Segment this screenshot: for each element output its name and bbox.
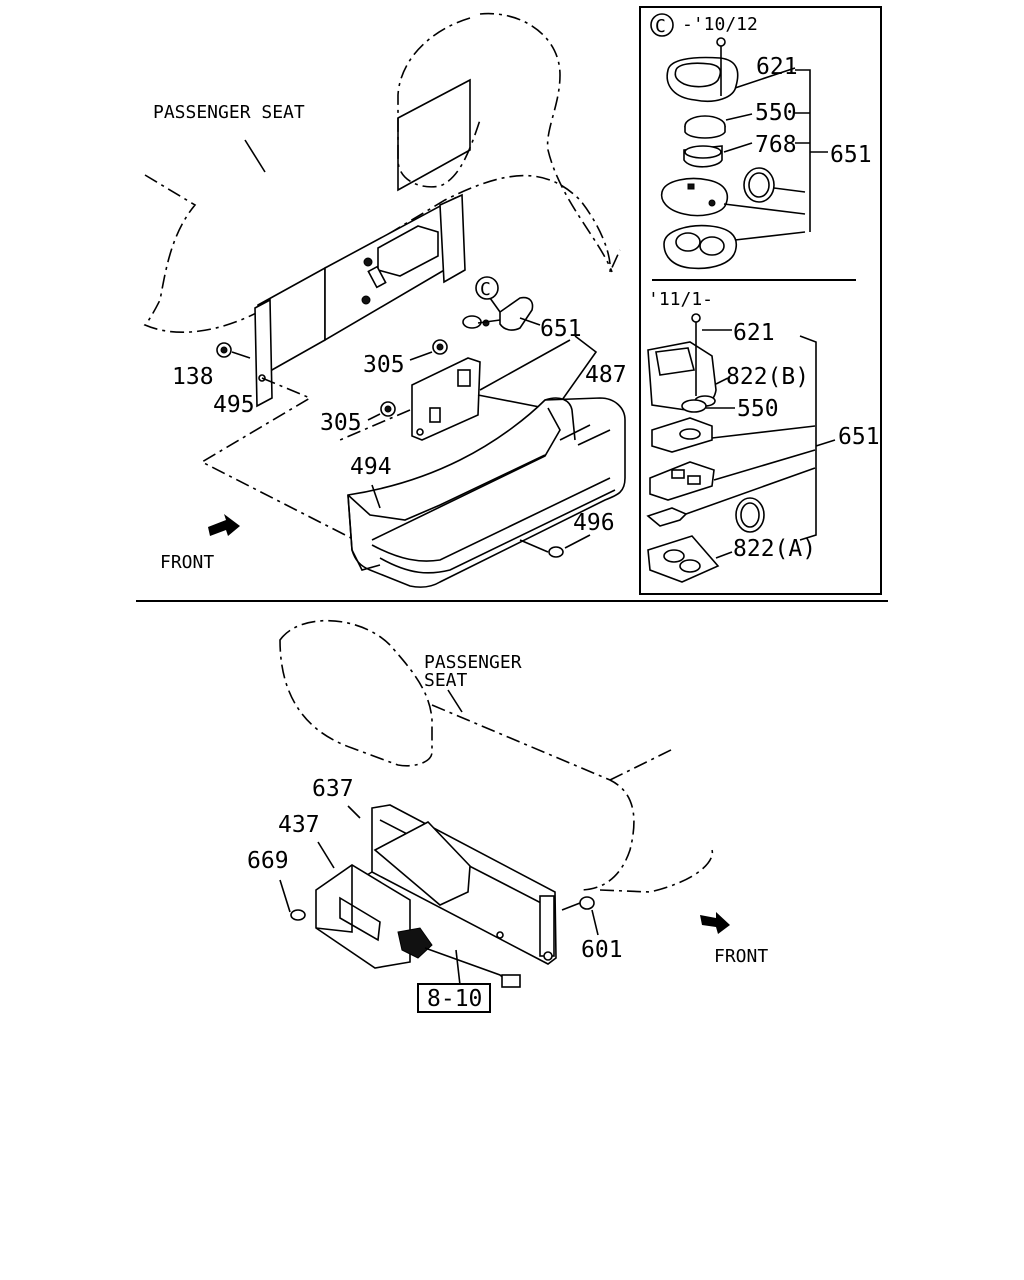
callout-637: 637 xyxy=(312,776,354,802)
oring-b xyxy=(735,497,765,533)
battery-holder-768 xyxy=(683,145,723,168)
callout-437: 437 xyxy=(278,812,320,838)
inset-bracket-a xyxy=(795,69,828,232)
button-pad-a xyxy=(663,224,806,270)
passenger-seat-label: PASSENGER SEAT xyxy=(153,102,305,123)
inset-callout-621-a: 621 xyxy=(756,54,798,80)
key-blade-b xyxy=(646,467,816,527)
inset-date-after: '11/1- xyxy=(648,289,713,310)
seat-side-cover-494 xyxy=(347,397,626,588)
nut-305-lower xyxy=(367,401,396,421)
inset-panel: C -'10/12 621 550 768 xyxy=(639,6,882,595)
nut-138 xyxy=(216,342,251,359)
inset-ref-circle-letter: C xyxy=(655,16,666,37)
bolt-601 xyxy=(561,896,599,936)
assembly-leader-lines xyxy=(200,377,411,541)
front-arrow-icon xyxy=(208,514,240,536)
inset-callout-651-a: 651 xyxy=(830,142,872,168)
inset-callout-768: 768 xyxy=(755,132,797,158)
callout-138: 138 xyxy=(172,364,214,390)
button-pad-b xyxy=(647,535,720,583)
inset-date-before: -'10/12 xyxy=(682,14,758,35)
callout-494: 494 xyxy=(350,454,392,480)
inset-callout-550-b: 550 xyxy=(737,396,779,422)
callout-651: 651 xyxy=(540,316,582,342)
ref-box-label: 8-10 xyxy=(427,986,482,1012)
lower-section: PASSENGER SEAT 637 437 669 xyxy=(247,619,768,1013)
battery-550-b xyxy=(681,399,707,413)
ref-circle-c xyxy=(475,276,499,300)
callout-305-lower: 305 xyxy=(320,410,362,436)
inset-callout-822b: 822(B) xyxy=(726,364,809,390)
front-label-upper: FRONT xyxy=(160,552,214,573)
key-fob-cover-a xyxy=(666,37,739,102)
inset-ref-circle-c xyxy=(650,13,674,37)
circuit-board-b xyxy=(649,449,816,501)
battery-550-a xyxy=(684,115,726,139)
lower-seat-back xyxy=(609,747,676,781)
lower-seat-label-1: PASSENGER xyxy=(424,652,522,673)
battery-holder-b xyxy=(651,417,816,453)
passenger-seat-outline xyxy=(143,174,621,334)
inset-callout-550-a: 550 xyxy=(755,100,797,126)
seat-label-leader xyxy=(244,139,266,173)
inset-callout-621-b: 621 xyxy=(733,320,775,346)
wire-harness xyxy=(424,947,521,988)
callout-496: 496 xyxy=(573,510,615,536)
callout-669: 669 xyxy=(247,848,289,874)
seat-cushion-block xyxy=(397,78,471,192)
upper-section: PASSENGER SEAT 138 495 xyxy=(143,12,627,588)
callout-601: 601 xyxy=(581,937,623,963)
key-fob-cover-b xyxy=(647,313,717,411)
key-fob-651 xyxy=(462,296,534,331)
callout-495: 495 xyxy=(213,392,255,418)
front-arrow-icon-lower xyxy=(700,912,730,934)
front-label-lower: FRONT xyxy=(714,946,768,967)
nut-305-upper xyxy=(409,339,448,361)
tray-assembly-637 xyxy=(361,804,557,965)
screw-496 xyxy=(519,534,591,558)
seat-back-outline xyxy=(397,12,613,273)
oring-a xyxy=(743,167,806,203)
inset-callout-651-b: 651 xyxy=(838,424,880,450)
control-module-487 xyxy=(411,357,481,441)
inset-callout-822a: 822(A) xyxy=(733,536,816,562)
module-437 xyxy=(315,864,433,969)
circuit-board-a xyxy=(660,177,806,217)
callout-487-leader xyxy=(477,335,598,411)
callout-487: 487 xyxy=(585,362,627,388)
callout-305-upper: 305 xyxy=(363,352,405,378)
screw-669 xyxy=(279,879,306,921)
ref-box-8-10 xyxy=(417,983,491,1013)
lower-seat-outline xyxy=(279,619,714,893)
inset-bracket-b xyxy=(799,335,836,541)
ref-circle-c-letter: C xyxy=(480,279,491,300)
lower-seat-label-2: SEAT xyxy=(424,670,468,691)
